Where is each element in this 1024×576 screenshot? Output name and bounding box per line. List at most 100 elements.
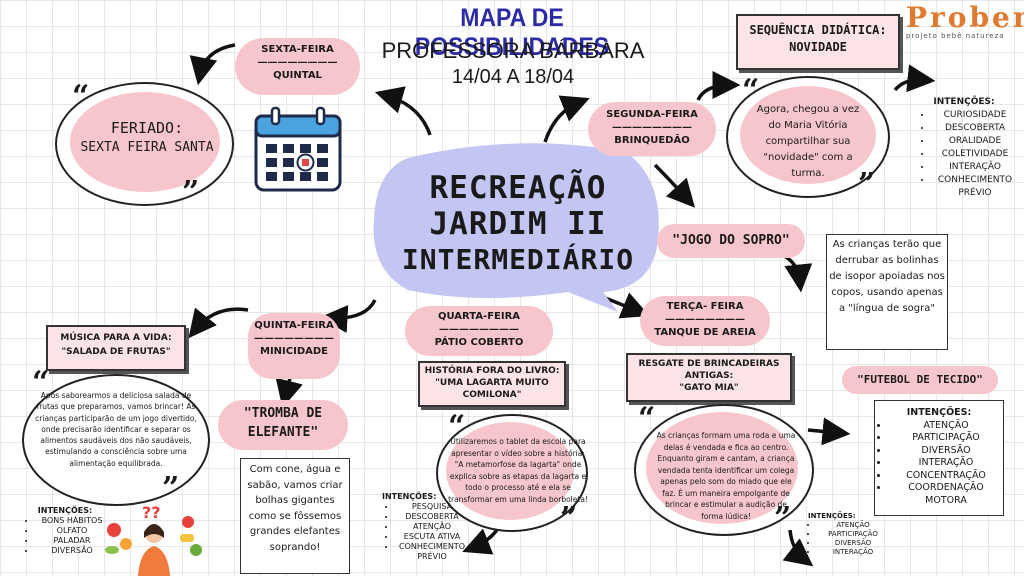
friday-separator: ———————— [257,57,338,68]
story-line-1: HISTÓRIA FORA DO LIVRO: [424,366,560,376]
list-item: ORALIDADE [932,135,1018,148]
tuesday-place: TANQUE DE AREIA [654,327,756,338]
logo-tagline: projeto bebê natureza [906,32,1005,40]
rescue-box: RESGATE DE BRINCADEIRAS ANTIGAS: "GATO M… [626,353,792,402]
list-item: ATENÇÃO [818,521,888,530]
tuesday-intentions-title: INTENÇÕES: [808,512,856,520]
tuesday-day: TERÇA- FEIRA [666,301,744,312]
list-item: DESCOBERTA [932,122,1018,135]
logo-name: Proben [906,1,1024,34]
food-illustration: ?? [105,503,202,576]
list-item: CONHECIMENTO PRÉVIO [396,542,468,562]
story-line-2: "UMA LAGARTA MUITO [435,378,549,388]
tuesday-separator: ———————— [665,314,745,325]
thursday-separator: ———————— [254,333,334,344]
music-line-2: "SALADA DE FRUTAS" [61,347,171,357]
monday-fill [740,86,876,184]
center-line-3: INTERMEDIÁRIO [401,243,635,276]
quote-open-icon: “ [32,365,50,400]
tuesday-fill [646,412,798,524]
list-item: PALADAR [36,536,108,546]
football-pill: "FUTEBOL DE TECIDO" [842,366,998,394]
quote-open-icon: “ [72,79,90,114]
football-intentions-title: INTENÇÕES: [906,407,972,418]
monday-intentions-title: INTENÇÕES: [933,97,995,107]
logo: Proben projeto bebê natureza [906,1,1024,48]
list-item: BONS HÁBITOS [36,516,108,526]
quote-open-icon: “ [742,73,760,108]
list-item: COORDENAÇÃO MOTORA [889,482,1003,507]
wednesday-separator: ———————— [439,324,519,335]
thursday-place: MINICIDADE [260,346,328,357]
holiday-line-1: FERIADO: [110,119,184,137]
list-item: INTERAÇÃO [818,548,888,557]
wednesday-pill: QUARTA-FEIRA ———————— PÁTIO COBERTO [405,306,553,356]
quote-open-icon: “ [448,409,466,444]
arrow-thursday-music [188,307,249,339]
page-title: MAPA DE POSSIBILIDADES [414,4,610,61]
elephant-pill: "TROMBA DE ELEFANTE" [218,400,348,450]
wednesday-intentions-list: PESQUISA DESCOBERTA ATENÇÃO ESCUTA ATIVA… [382,502,468,562]
monday-pill: SEGUNDA-FEIRA ———————— BRINQUEDÃO [588,102,716,156]
sequence-box: SEQUÊNCIA DIDÁTICA: NOVIDADE [736,14,900,70]
calendar-icon [254,106,342,192]
arrow-game-desc [781,253,813,293]
tuesday-description: As crianças formam uma roda e uma delas … [656,431,796,521]
arrow-tuesday-football [807,417,851,446]
football-intentions-list: ATENÇÃO PARTICIPAÇÃO DIVERSÃO INTERAÇÃO … [875,420,1003,508]
list-item: DESCOBERTA [396,512,468,522]
story-box: HISTÓRIA FORA DO LIVRO: "UMA LAGARTA MUI… [418,361,566,407]
sequence-line-2: NOVIDADE [789,40,847,54]
list-item: CURIOSIDADE [932,109,1018,122]
wednesday-place: PÁTIO COBERTO [434,337,524,348]
monday-description: Agora, chegou a vez do Maria Vitória com… [756,104,860,179]
list-item: PARTICIPAÇÃO [818,530,888,539]
arrow-friday-holiday [189,43,236,86]
quote-close-icon: ” [560,501,578,536]
monday-intentions: INTENÇÕES: CURIOSIDADE DESCOBERTA ORALID… [918,96,1018,200]
game-title: "JOGO DO SOPRO" [672,233,790,248]
music-box: MÚSICA PARA A VIDA: "SALADA DE FRUTAS" [46,325,186,371]
thursday-pill: QUINTA-FEIRA ———————— MINICIDADE [248,313,340,379]
list-item: PESQUISA [396,502,468,512]
elephant-description: Com cone, água e sabão, vamos criar bolh… [240,458,350,574]
arrow-sequence-intentions [893,64,936,93]
monday-intentions-list: CURIOSIDADE DESCOBERTA ORALIDADE COLETIV… [918,109,1018,200]
list-item: OLFATO [36,526,108,536]
thursday-description: Após saborearmos a deliciosa salada de f… [35,391,197,468]
monday-place: BRINQUEDÃO [614,135,690,146]
tuesday-intentions: INTENÇÕES: ATENÇÃO PARTICIPAÇÃO DIVERSÃO… [808,512,888,557]
wednesday-intentions: INTENÇÕES: PESQUISA DESCOBERTA ATENÇÃO E… [382,492,468,562]
wednesday-day: QUARTA-FEIRA [437,311,521,322]
football-intentions: INTENÇÕES: ATENÇÃO PARTICIPAÇÃO DIVERSÃO… [874,400,1004,516]
tuesday-intentions-list: ATENÇÃO PARTICIPAÇÃO DIVERSÃO INTERAÇÃO [808,521,888,557]
quote-close-icon: ” [774,501,792,536]
arrow-to-game [653,163,696,208]
arrow-to-thursday [319,299,377,333]
svg-text:??: ?? [142,503,161,522]
elephant-line-2: ELEFANTE" [247,425,319,440]
list-item: ATENÇÃO [889,420,1003,433]
center-speech-bubble [373,143,659,312]
elephant-line-1: "TROMBA DE [243,406,323,421]
center-line-1: RECREAÇÃO [429,170,607,206]
list-item: ATENÇÃO [396,522,468,532]
monday-day: SEGUNDA-FEIRA [606,109,698,120]
game-description: As crianças terão que derrubar as bolinh… [826,234,948,350]
list-item: CONHECIMENTO PRÉVIO [932,174,1018,200]
list-item: PARTICIPAÇÃO [889,432,1003,445]
arrow-tuesday-intentions [782,529,814,567]
wednesday-intentions-title: INTENÇÕES: [382,492,437,501]
friday-day: SEXTA-FEIRA [261,44,334,55]
center-title: RECREAÇÃO JARDIM II INTERMEDIÁRIO [378,170,658,278]
quote-close-icon: ” [858,167,876,202]
holiday-line-2: SEXTA FEIRA SANTA [80,140,214,155]
teacher-name: PROFESSORA BÁRBARA [381,38,645,63]
wednesday-fill [446,422,574,520]
story-line-3: COMILONA" [462,390,522,400]
quote-close-icon: ” [162,471,180,506]
list-item: COLETIVIDADE [932,148,1018,161]
football-title: "FUTEBOL DE TECIDO" [857,373,983,386]
thursday-intentions: INTENÇÕES: BONS HÁBITOS OLFATO PALADAR D… [22,506,108,556]
rescue-line-3: "GATO MIA" [679,383,739,393]
